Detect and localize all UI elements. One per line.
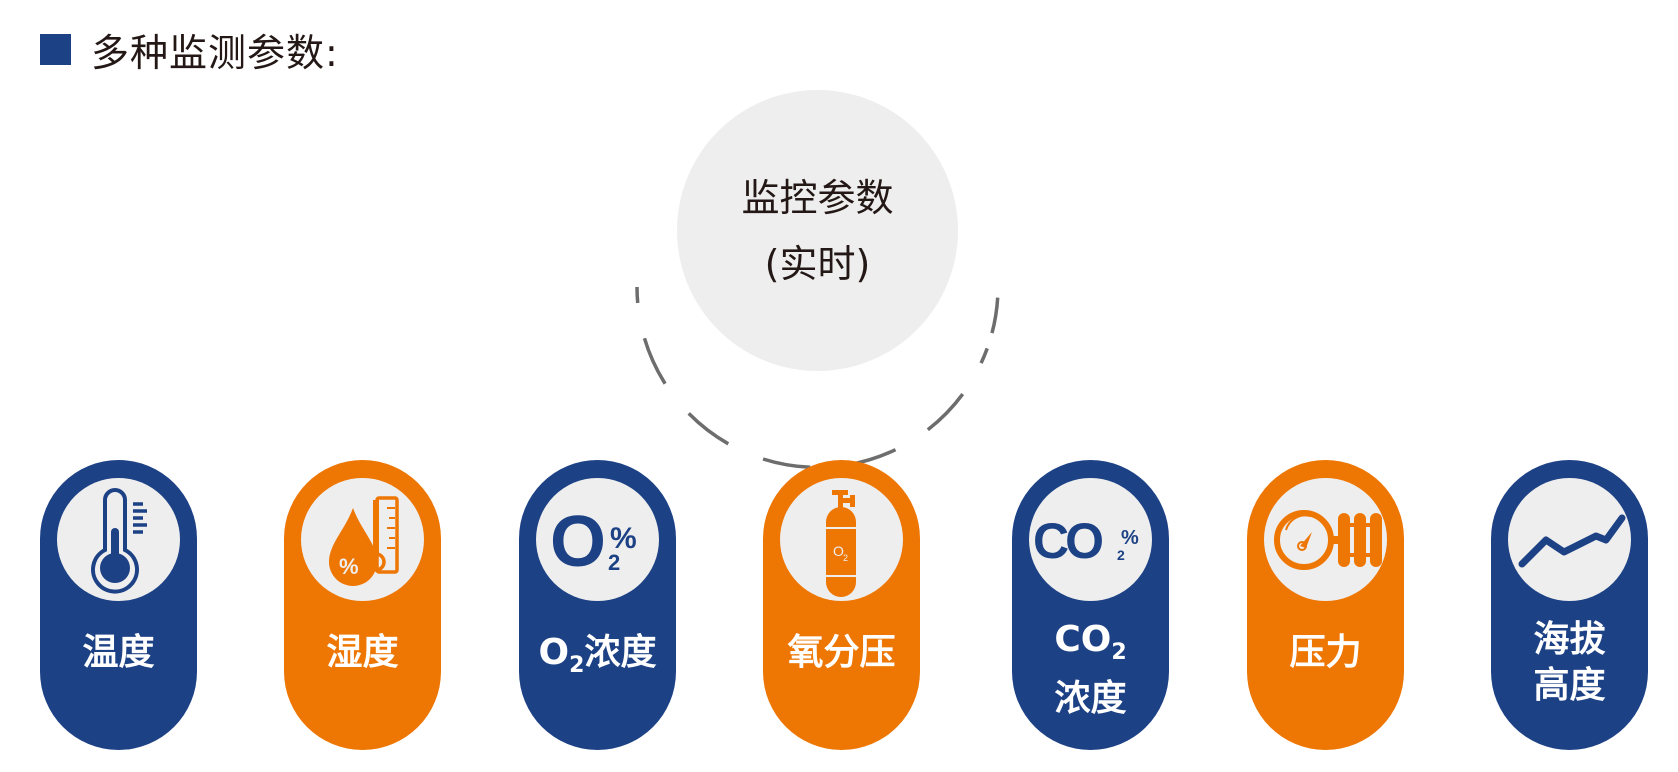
param-label: 压力 bbox=[1289, 632, 1362, 673]
param-card-o2-concentration: O % 2 O2浓度 bbox=[519, 460, 676, 750]
hub-subtitle: (实时) bbox=[764, 241, 871, 286]
svg-text:O: O bbox=[833, 543, 844, 559]
param-card-oxygen-partial-pressure: O 2 氧分压 bbox=[763, 460, 920, 750]
param-card-temperature: 温度 bbox=[40, 460, 197, 750]
o2-percent-icon: O % 2 bbox=[536, 478, 659, 601]
co2-percent-icon: CO % 2 bbox=[1029, 478, 1152, 601]
humidity-icon: % bbox=[301, 478, 424, 601]
thermometer-icon bbox=[57, 478, 180, 601]
oxygen-cylinder-icon: O 2 bbox=[780, 478, 903, 601]
svg-text:%: % bbox=[1121, 527, 1139, 549]
section-header: 多种监测参数: bbox=[40, 22, 339, 77]
svg-text:2: 2 bbox=[1117, 547, 1125, 563]
param-label: O2浓度 bbox=[538, 632, 657, 678]
svg-text:O: O bbox=[550, 502, 606, 582]
svg-text:CO: CO bbox=[1033, 513, 1102, 569]
hub-title: 监控参数 bbox=[741, 175, 894, 220]
svg-text:%: % bbox=[339, 554, 359, 579]
pressure-gauge-icon bbox=[1264, 478, 1387, 601]
param-card-altitude: 海拔高度 bbox=[1491, 460, 1648, 750]
svg-text:2: 2 bbox=[843, 553, 848, 563]
param-label: 湿度 bbox=[326, 632, 399, 673]
svg-text:%: % bbox=[610, 522, 637, 555]
altitude-chart-icon bbox=[1508, 478, 1631, 601]
header-square-marker bbox=[40, 34, 71, 65]
section-title: 多种监测参数: bbox=[91, 31, 339, 75]
param-label: 温度 bbox=[82, 632, 155, 673]
param-card-humidity: % 湿度 bbox=[284, 460, 441, 750]
param-card-pressure: 压力 bbox=[1247, 460, 1404, 750]
monitoring-hub-circle: 监控参数 (实时) bbox=[677, 90, 958, 371]
param-label: 海拔高度 bbox=[1533, 619, 1606, 706]
param-label: 氧分压 bbox=[787, 632, 896, 673]
svg-text:2: 2 bbox=[608, 550, 620, 575]
